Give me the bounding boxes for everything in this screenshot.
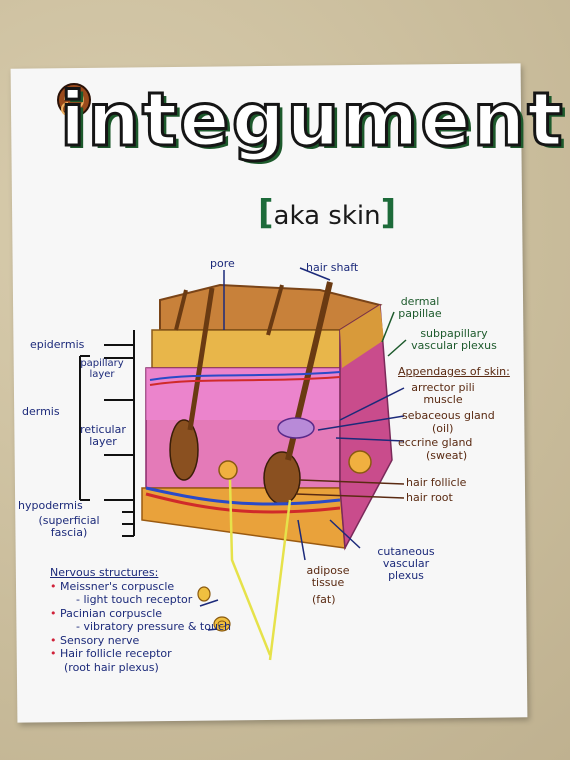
skin-cross-section [141,281,393,661]
label-reticular-layer: reticular layer [80,423,126,448]
subtitle-text: aka skin [273,201,381,231]
label-sebaceous-gland: sebaceous gland [402,409,495,422]
hair-receptor-note: (root hair plexus) [64,660,159,674]
left-bracket [79,330,135,537]
meissner-description: - light touch receptor [76,593,193,606]
label-papillary-layer: papillary layer [80,358,124,380]
list-item-pacinian: • Pacinian corpuscle [50,606,163,620]
label-pore: pore [210,257,235,270]
leader-lines [199,267,407,631]
list-item-hair-receptor: • Hair follicle receptor [50,647,172,660]
pacinian-description: - vibratory pressure & touch [76,620,231,633]
label-epidermis: epidermis [30,338,85,351]
label-adipose-note: (fat) [312,593,336,606]
pacinian-label: Pacinian corpuscle [60,606,163,620]
label-subpapillary-plexus: subpapillary vascular plexus [411,327,497,352]
label-hair-shaft: hair shaft [306,261,359,274]
bracket-open: [ [258,193,274,233]
poster-title: integument [59,77,565,163]
label-eccrine-note: (sweat) [426,449,468,462]
label-dermis: dermis [22,405,60,418]
sensory-nerve-label: Sensory nerve [60,633,140,647]
pacinian-corpuscle-icon [213,616,231,632]
label-adipose-tissue: adipose tissue [306,564,350,589]
list-item-sensory-nerve: • Sensory nerve [50,633,140,647]
label-superficial-fascia: (superficial fascia) [38,514,100,539]
nervous-structures-list: Nervous structures: • Meissner's corpusc… [50,566,231,674]
label-hair-root: hair root [406,491,453,504]
label-eccrine-gland: eccrine gland [398,436,473,449]
meissner-corpuscle-icon [197,586,211,602]
label-appendages-heading: Appendages of skin: [398,365,510,378]
nervous-heading: Nervous structures: [50,566,159,579]
poster-subtitle: [aka skin] [258,196,396,231]
label-sebaceous-note: (oil) [432,422,454,435]
label-dermal-papillae: dermal papillae [398,295,442,320]
label-hypodermis: hypodermis [18,499,83,512]
bracket-close: ] [380,193,397,233]
title-swirl-icon [57,83,91,117]
label-hair-follicle: hair follicle [406,476,467,489]
list-item-meissner: • Meissner's corpuscle [50,579,175,593]
hair-receptor-label: Hair follicle receptor [60,647,172,660]
label-arrector-pili: arrector pili muscle [411,381,475,406]
label-cutaneous-plexus: cutaneous vascular plexus [377,545,435,582]
meissner-label: Meissner's corpuscle [60,579,175,593]
